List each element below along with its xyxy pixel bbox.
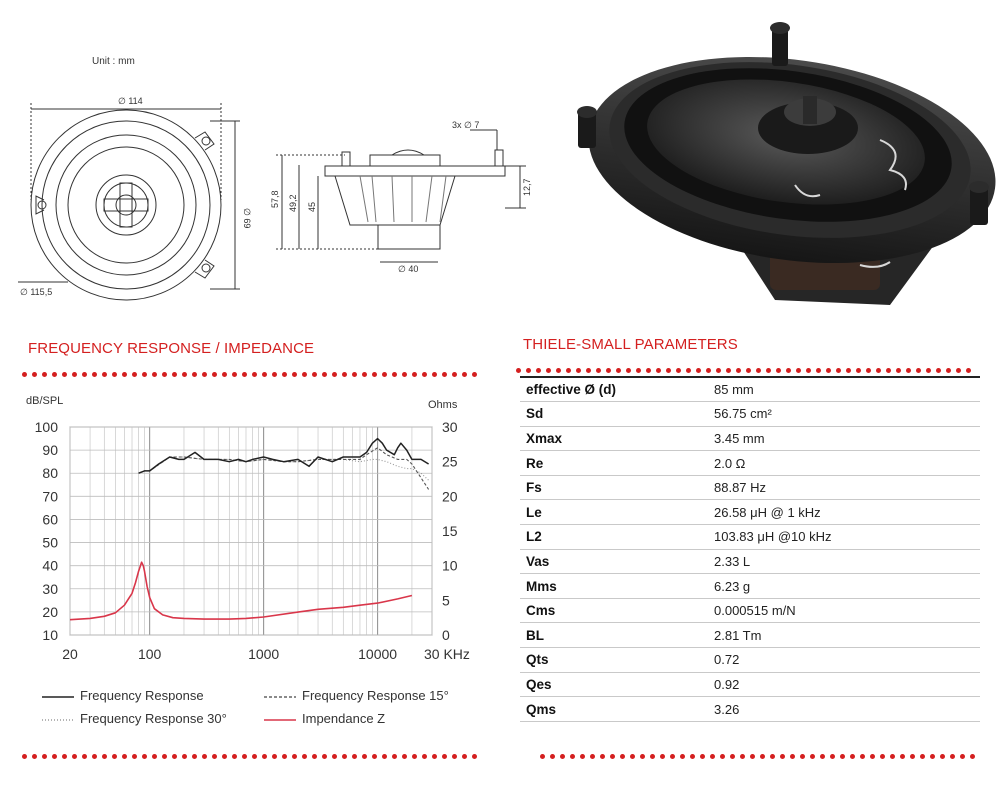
y-right-tick-label: 10	[442, 558, 458, 574]
ts-param-name: Qts	[520, 647, 710, 673]
x-tick-label: 20	[62, 646, 78, 662]
ts-param-name: Re	[520, 450, 710, 476]
ts-param-value: 103.83 μH @10 kHz	[710, 524, 980, 550]
product-photo	[577, 22, 996, 305]
ts-param-name: Sd	[520, 401, 710, 427]
ts-param-value: 85 mm	[710, 376, 980, 403]
legend-fr-label: Frequency Response	[80, 688, 204, 703]
y-right-axis-label: Ohms	[428, 399, 458, 411]
y-left-tick-label: 20	[42, 604, 58, 620]
ts-param-value: 2.0 Ω	[710, 450, 980, 476]
x-tick-label: 10000	[358, 646, 397, 662]
y-right-tick-label: 0	[442, 627, 450, 643]
ts-param-name: Qms	[520, 696, 710, 722]
dim-depth3-label: 45	[307, 202, 317, 212]
freq-section-title: FREQUENCY RESPONSE / IMPEDANCE	[28, 340, 315, 357]
series-line-0	[138, 437, 429, 474]
ts-param-value: 3.26	[710, 696, 980, 722]
dim-holes-label: 3x ∅ 7	[452, 120, 479, 130]
series-line-3	[69, 561, 413, 621]
ts-section-title: THIELE-SMALL PARAMETERS	[523, 336, 738, 353]
dim-outer-bottom-label: ∅ 115,5	[20, 287, 52, 297]
series-line-2	[138, 456, 429, 481]
legend-fr: Frequency Response	[42, 688, 204, 703]
ts-param-name: Cms	[520, 598, 710, 624]
legend-fr15-label: Frequency Response 15°	[302, 688, 449, 703]
series-line-1	[138, 447, 430, 490]
dim-depth2-label: 49,2	[288, 194, 298, 212]
y-left-tick-label: 40	[42, 558, 58, 574]
ts-param-value: 0.72	[710, 647, 980, 673]
ts-param-value: 88.87 Hz	[710, 475, 980, 501]
y-right-tick-label: 20	[442, 488, 458, 504]
ts-param-name: Fs	[520, 475, 710, 501]
y-left-tick-label: 90	[42, 442, 58, 458]
ts-param-name: Mms	[520, 573, 710, 599]
ts-param-value: 2.81 Tm	[710, 622, 980, 649]
ts-param-name: BL	[520, 622, 710, 649]
y-right-tick-label: 25	[442, 454, 458, 470]
x-tick-label: 1000	[248, 646, 279, 662]
freq-title-dots	[22, 364, 482, 377]
ts-param-value: 2.33 L	[710, 549, 980, 575]
dim-outer-label: ∅ 114	[118, 96, 143, 106]
y-left-tick-label: 60	[42, 511, 58, 527]
legend-imp-label: Impendance Z	[302, 711, 386, 726]
legend-imp: Impendance Z	[264, 711, 385, 726]
ts-param-value: 56.75 cm²	[710, 401, 980, 427]
ts-param-name: Le	[520, 499, 710, 526]
ts-param-value: 0.000515 m/N	[710, 598, 980, 624]
dim-total-depth-label: 57,8	[270, 190, 280, 208]
ts-param-name: effective Ø (d)	[520, 376, 710, 403]
x-tick-label: 100	[138, 646, 162, 662]
ts-param-name: Qes	[520, 672, 710, 698]
ts-param-name: Vas	[520, 549, 710, 575]
ts-param-value: 26.58 μH @ 1 kHz	[710, 499, 980, 526]
ts-param-name: Xmax	[520, 426, 710, 452]
dim-height-label: ∅ 69	[242, 208, 252, 228]
ts-row: effective Ø (d)85 mm	[520, 376, 980, 403]
dim-flange-label: 12,7	[522, 178, 532, 196]
ts-param-value: 0.92	[710, 672, 980, 698]
ts-param-value: 3.45 mm	[710, 426, 980, 452]
y-left-tick-label: 100	[35, 419, 59, 435]
ts-bottom-dots	[540, 746, 980, 759]
y-left-tick-label: 10	[42, 627, 58, 643]
y-left-tick-label: 30	[42, 581, 58, 597]
legend-fr30-label: Frequency Response 30°	[80, 711, 227, 726]
y-right-tick-label: 5	[442, 592, 450, 608]
ts-param-value: 6.23 g	[710, 573, 980, 599]
ts-title-dots	[516, 360, 976, 373]
ts-param-name: L2	[520, 524, 710, 550]
legend-fr30: Frequency Response 30°	[42, 711, 227, 726]
technical-drawing: Unit : mm ∅ 114 ∅ 69 ∅ 115,5 3x ∅ 7 57,8…	[18, 56, 532, 301]
y-left-tick-label: 70	[42, 488, 58, 504]
unit-label: Unit : mm	[92, 56, 135, 67]
legend-fr15: Frequency Response 15°	[264, 688, 449, 703]
freq-bottom-dots	[22, 746, 482, 759]
x-tick-label: 30 KHz	[424, 646, 470, 662]
y-right-tick-label: 15	[442, 523, 458, 539]
y-left-tick-label: 80	[42, 465, 58, 481]
y-left-axis-label: dB/SPL	[26, 395, 63, 407]
y-right-tick-label: 30	[442, 419, 458, 435]
y-left-tick-label: 50	[42, 535, 58, 551]
dim-magnet-label: ∅ 40	[398, 264, 418, 274]
